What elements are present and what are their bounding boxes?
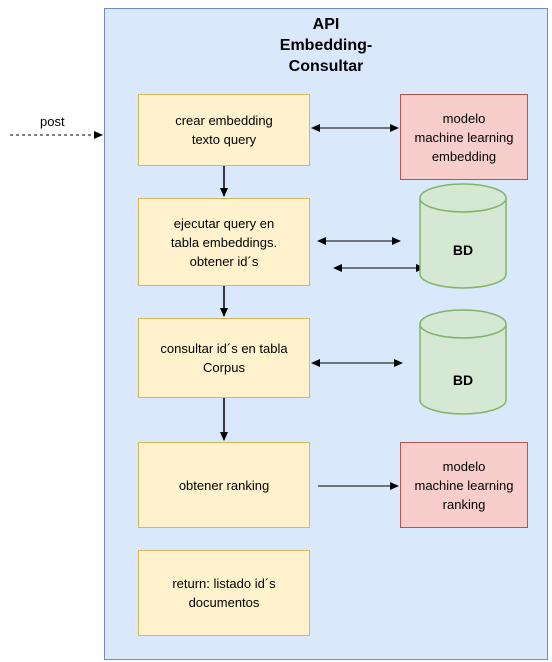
title-line-2: Embedding- <box>279 37 373 54</box>
database-cylinder-2[interactable]: BD <box>419 309 507 415</box>
title-line-1: API <box>312 16 340 33</box>
model-label: modelo machine learning embedding <box>414 110 514 164</box>
step-return-listado[interactable]: return: listado id´s documentos <box>138 550 310 636</box>
step-ejecutar-query[interactable]: ejecutar query en tabla embeddings. obte… <box>138 198 310 286</box>
step-crear-embedding[interactable]: crear embedding texto query <box>138 94 310 166</box>
step-label: consultar id´s en tabla Corpus <box>160 341 288 375</box>
model-embedding[interactable]: modelo machine learning embedding <box>400 94 528 180</box>
post-label: post <box>40 114 65 129</box>
step-obtener-ranking[interactable]: obtener ranking <box>138 442 310 528</box>
database-label: BD <box>453 372 473 388</box>
step-label: obtener ranking <box>178 477 270 493</box>
step-label: ejecutar query en tabla embeddings. obte… <box>170 215 278 269</box>
model-ranking[interactable]: modelo machine learning ranking <box>400 442 528 528</box>
step-label: return: listado id´s documentos <box>172 576 276 610</box>
step-consultar-corpus[interactable]: consultar id´s en tabla Corpus <box>138 318 310 398</box>
model-label: modelo machine learning ranking <box>414 458 514 512</box>
database-cylinder-1[interactable]: BD <box>419 183 507 289</box>
title-line-3: Consultar <box>288 58 364 75</box>
step-label: crear embedding texto query <box>175 113 273 147</box>
database-label: BD <box>453 242 473 258</box>
container-title: API Embedding- Consultar <box>104 14 548 77</box>
